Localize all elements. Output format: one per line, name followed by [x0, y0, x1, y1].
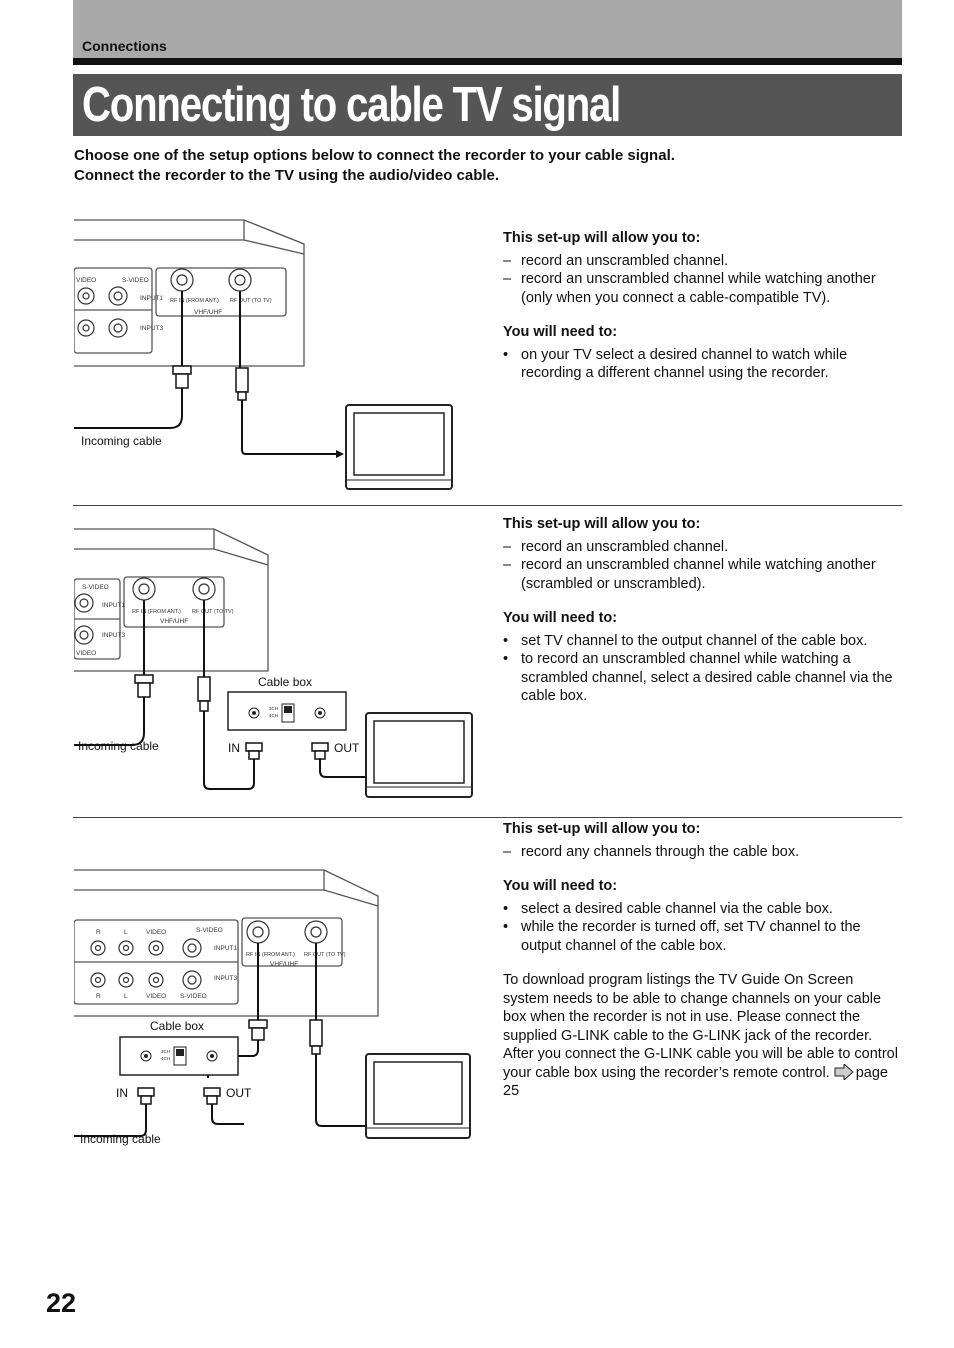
label-s-video: S-VIDEO — [196, 927, 223, 934]
label-s-video-bottom: S-VIDEO — [180, 993, 207, 1000]
diagram-setup-1: VIDEO S-VIDEO INPUT1 INPUT3 RF IN (FROM … — [74, 219, 453, 490]
panel-3-text: This set-up will allow you to: –record a… — [503, 820, 903, 1101]
incoming-cable-label: Incoming cable — [78, 739, 159, 753]
cable-box-label: Cable box — [258, 675, 312, 689]
arrow-icon — [336, 450, 344, 458]
need-heading: You will need to: — [503, 610, 618, 626]
header-rule — [73, 58, 902, 65]
label-rf-out: RF OUT (TO TV) — [304, 952, 346, 958]
intro-line-1: Choose one of the setup options below to… — [74, 147, 675, 164]
list-item: –record an unscrambled channel while wat… — [503, 271, 876, 306]
label-video: VIDEO — [76, 650, 96, 657]
list-item: •select a desired cable channel via the … — [503, 900, 833, 917]
tv-icon — [345, 404, 453, 490]
out-label: OUT — [226, 1086, 252, 1100]
label-video: VIDEO — [76, 277, 96, 284]
page-reference-link[interactable]: page 25 — [503, 1064, 888, 1100]
panel-1-text: This set-up will allow you to: –record a… — [503, 229, 903, 399]
label-3ch: 3CH — [161, 1049, 170, 1054]
need-heading: You will need to: — [503, 324, 618, 340]
label-input3: INPUT3 — [214, 975, 238, 982]
section-divider — [73, 505, 902, 506]
need-list: •set TV channel to the output channel of… — [503, 632, 903, 706]
need-list: •select a desired cable channel via the … — [503, 900, 903, 956]
page-title: Connecting to cable TV signal — [82, 78, 621, 132]
incoming-cable-label: Incoming cable — [80, 1132, 161, 1146]
cable-box-icon — [119, 1036, 239, 1076]
intro-text: Choose one of the setup options below to… — [74, 146, 675, 186]
label-vhf-uhf: VHF/UHF — [160, 618, 188, 625]
need-list: •on your TV select a desired channel to … — [503, 346, 903, 383]
label-vhf-uhf: VHF/UHF — [270, 961, 298, 968]
in-label: IN — [228, 741, 240, 755]
label-input1: INPUT1 — [102, 602, 126, 609]
label-vhf-uhf: VHF/UHF — [194, 309, 222, 316]
page-number: 22 — [46, 1288, 77, 1318]
section-header-bar — [73, 0, 902, 58]
cable-box-label: Cable box — [150, 1019, 204, 1033]
label-rf-in: RF IN (FROM ANT.) — [132, 609, 181, 615]
label-rf-out: RF OUT (TO TV) — [230, 298, 272, 304]
label-rf-in: RF IN (FROM ANT.) — [246, 952, 295, 958]
label-4ch: 4CH — [161, 1056, 170, 1061]
tv-icon — [365, 712, 473, 798]
list-item: •on your TV select a desired channel to … — [503, 346, 848, 382]
label-s-video: S-VIDEO — [82, 584, 109, 591]
label-l-bottom: L — [124, 993, 128, 1000]
list-item: –record an unscrambled channel. — [503, 252, 729, 269]
label-video: VIDEO — [146, 929, 166, 936]
cable-box-icon — [227, 691, 347, 731]
label-l: L — [124, 929, 128, 936]
label-4ch: 4CH — [269, 713, 278, 718]
list-item: •to record an unscrambled channel while … — [503, 651, 893, 704]
label-video-bottom: VIDEO — [146, 993, 166, 1000]
allow-list: –record an unscrambled channel. –record … — [503, 538, 903, 594]
label-input3: INPUT3 — [140, 325, 164, 332]
incoming-cable-label: Incoming cable — [81, 434, 162, 448]
label-r: R — [96, 929, 101, 936]
list-item: –record an unscrambled channel. — [503, 538, 729, 555]
in-label: IN — [116, 1086, 128, 1100]
panel-2-text: This set-up will allow you to: –record a… — [503, 515, 903, 722]
title-bar — [73, 74, 902, 136]
label-rf-out: RF OUT (TO TV) — [192, 609, 234, 615]
label-input1: INPUT1 — [140, 295, 164, 302]
allow-heading: This set-up will allow you to: — [503, 516, 701, 532]
allow-list: –record an unscrambled channel. –record … — [503, 252, 903, 308]
list-item: •while the recorder is turned off, set T… — [503, 919, 861, 954]
tv-icon — [365, 1053, 471, 1139]
intro-line-2: Connect the recorder to the TV using the… — [74, 167, 500, 184]
label-r-bottom: R — [96, 993, 101, 1000]
page-reference-arrow-icon — [834, 1063, 854, 1080]
g-link-note: To download program listings the TV Guid… — [503, 972, 898, 1100]
label-3ch: 3CH — [269, 706, 278, 711]
allow-list: –record any channels through the cable b… — [503, 843, 903, 862]
allow-heading: This set-up will allow you to: — [503, 230, 701, 246]
need-heading: You will need to: — [503, 878, 618, 894]
label-input1: INPUT1 — [214, 945, 238, 952]
label-s-video: S-VIDEO — [122, 277, 149, 284]
diagram-setup-2: S-VIDEO INPUT1 INPUT3 VIDEO RF IN (FROM … — [74, 528, 473, 798]
list-item: –record an unscrambled channel while wat… — [503, 557, 876, 592]
label-rf-in: RF IN (FROM ANT.) — [170, 298, 219, 304]
out-label: OUT — [334, 741, 360, 755]
diagram-setup-3: R L VIDEO S-VIDEO INPUT1 INPUT3 R L VIDE… — [74, 869, 471, 1146]
section-divider — [73, 817, 902, 818]
allow-heading: This set-up will allow you to: — [503, 821, 701, 837]
label-input3: INPUT3 — [102, 632, 126, 639]
section-label: Connections — [82, 38, 167, 54]
list-item: •set TV channel to the output channel of… — [503, 632, 868, 649]
list-item: –record any channels through the cable b… — [503, 843, 800, 860]
